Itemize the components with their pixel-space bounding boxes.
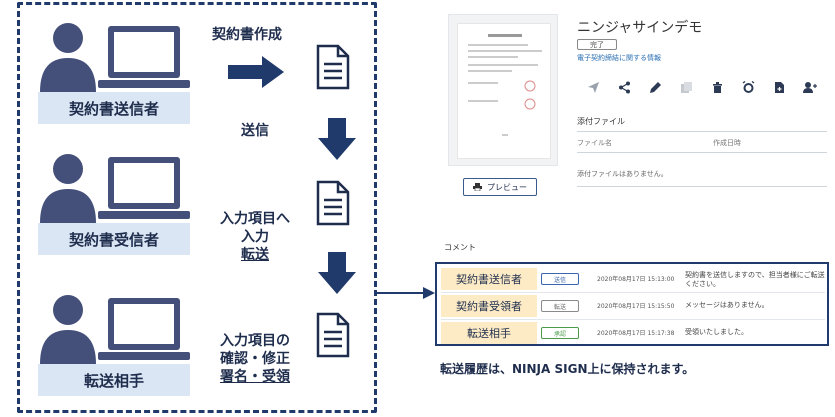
divider — [441, 292, 825, 293]
comment-timestamp: 2020年08月17日 15:13:00 — [597, 276, 675, 283]
attachments-title: 添付ファイル — [577, 117, 625, 126]
step-forward-line: 転送 — [241, 247, 269, 263]
divider — [577, 152, 827, 153]
comment-message: 受領いたしました。 — [685, 328, 748, 336]
comment-timestamp: 2020年08月17日 15:17:38 — [597, 330, 675, 337]
copy-icon[interactable] — [679, 80, 693, 94]
right-arrow-icon — [228, 56, 284, 88]
comment-message: メッセージはありません。 — [685, 301, 769, 309]
file-add-icon[interactable] — [772, 80, 786, 94]
document-title: ニンジャサインデモ — [577, 20, 703, 36]
connector-arrow-icon — [377, 287, 435, 299]
divider — [577, 131, 827, 132]
preview-button[interactable]: プレビュー — [463, 178, 537, 196]
comment-author: 転送相手 — [441, 322, 537, 344]
step-create-label: 契約書作成 — [212, 27, 282, 43]
step-input-line2: 入力 — [241, 229, 269, 245]
user-add-icon[interactable] — [803, 80, 817, 94]
person-laptop-icon — [40, 154, 190, 223]
document-icon — [316, 312, 350, 358]
comment-timestamp: 2020年08月17日 15:15:50 — [597, 303, 675, 310]
comment-history-box: 契約書送信者 送信 2020年08月17日 15:13:00 契約書を送信します… — [435, 262, 829, 346]
preview-button-label: プレビュー — [487, 182, 527, 192]
preview-page-content — [468, 34, 542, 136]
role-label: 転送相手 — [38, 364, 190, 396]
comment-message: 契約書を送信しますので、担当者様にご転送ください。 — [685, 271, 825, 288]
down-arrow-icon — [318, 252, 356, 294]
printer-icon — [473, 183, 482, 191]
comments-title: コメント — [444, 243, 476, 252]
step-confirm-line3: 署名・受領 — [220, 369, 290, 385]
step-input-label: 入力項目へ 入力 転送 — [220, 210, 290, 264]
step-confirm-line1: 入力項目の — [220, 333, 290, 349]
comment-author: 契約書受領者 — [441, 295, 537, 317]
attachments-empty-text: 添付ファイルはありません。 — [577, 170, 668, 178]
comment-row: 契約書受領者 転送 2020年08月17日 15:15:50 メッセージはありま… — [441, 295, 825, 320]
document-icon — [316, 180, 350, 226]
comment-action-badge: 転送 — [541, 300, 579, 312]
comment-author: 契約書送信者 — [441, 268, 537, 290]
workflow-dashed-frame — [17, 2, 377, 413]
status-badge: 完了 — [577, 39, 617, 50]
share-icon[interactable] — [617, 80, 631, 94]
preview-page — [457, 23, 551, 159]
attachments-col-date: 作成日時 — [713, 139, 741, 147]
person-laptop-icon — [40, 23, 190, 92]
edit-icon[interactable] — [648, 80, 662, 94]
document-preview-thumbnail[interactable] — [448, 14, 558, 166]
alarm-icon[interactable] — [741, 80, 755, 94]
step-confirm-label: 入力項目の 確認・修正 署名・受領 — [220, 332, 290, 386]
trash-icon[interactable] — [710, 80, 724, 94]
contract-info-link[interactable]: 電子契約締結に関する情報 — [577, 54, 661, 62]
toolbar — [586, 80, 817, 94]
step-confirm-line2: 確認・修正 — [220, 351, 290, 367]
divider — [577, 186, 827, 187]
comment-action-badge: 送信 — [541, 273, 579, 285]
step-input-line1: 入力項目へ — [220, 211, 290, 227]
role-sender: 契約書送信者 — [38, 20, 190, 124]
caption-text: 転送履歴は、NINJA SIGN上に保持されます。 — [440, 362, 695, 376]
comment-row: 契約書送信者 送信 2020年08月17日 15:13:00 契約書を送信します… — [441, 268, 825, 293]
role-receiver: 契約書受信者 — [38, 151, 190, 255]
down-arrow-icon — [318, 118, 356, 160]
document-icon — [316, 44, 350, 90]
step-send-label: 送信 — [241, 123, 269, 139]
comment-action-badge: 承認 — [541, 327, 579, 339]
divider — [441, 319, 825, 320]
comment-row: 転送相手 承認 2020年08月17日 15:17:38 受領いたしました。 — [441, 322, 825, 344]
person-laptop-icon — [40, 295, 190, 364]
role-label: 契約書受信者 — [38, 223, 190, 255]
role-forward-recipient: 転送相手 — [38, 292, 190, 396]
send-icon[interactable] — [586, 80, 600, 94]
role-label: 契約書送信者 — [38, 92, 190, 124]
attachments-col-name: ファイル名 — [577, 139, 612, 147]
